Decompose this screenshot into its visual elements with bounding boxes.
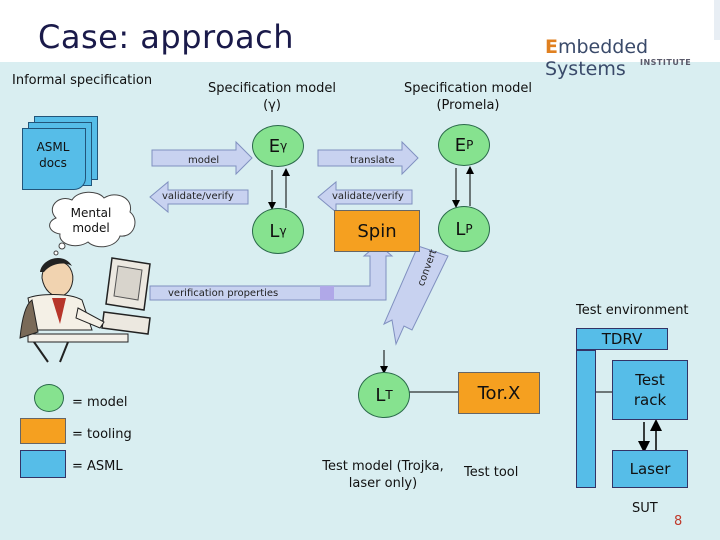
page-number: 8	[674, 514, 683, 529]
test-tool-label: Test tool	[464, 465, 519, 480]
validate-verify-left-arrow	[149, 180, 249, 214]
spec-model-gamma-label: Specification model (γ)	[207, 81, 337, 113]
legend-model-label: = model	[72, 395, 128, 410]
legend-asml-label: = ASML	[72, 459, 123, 474]
test-environment-label: Test environment	[576, 303, 689, 318]
validate-verify-left-label: validate/verify	[162, 191, 234, 202]
tdrv-box: TDRV	[576, 328, 668, 350]
test-rack-box: Test rack	[612, 360, 688, 420]
mental-model-label: Mental model	[70, 206, 112, 235]
translate-arrow-label: translate	[350, 155, 395, 166]
sut-label: SUT	[632, 501, 658, 516]
person-at-computer-icon	[19, 257, 151, 363]
informal-spec-label: Informal specification	[12, 73, 153, 88]
legend-tooling-swatch	[20, 418, 66, 444]
spin-tool-box: Spin	[334, 210, 420, 252]
legend-asml-swatch	[20, 450, 66, 478]
torx-tool-box: Tor.X	[458, 372, 540, 414]
legend-tooling-label: = tooling	[72, 427, 132, 442]
slide-title: Case: approach	[38, 18, 295, 56]
spec-model-promela-label: Specification model (Promela)	[403, 81, 533, 113]
translate-arrow	[317, 140, 419, 176]
model-arrow-label: model	[188, 155, 220, 166]
model-arrow	[151, 140, 253, 176]
convert-arrow	[382, 245, 449, 346]
asml-doc-front: ASML docs	[22, 128, 86, 190]
logo: Embedded Systems	[545, 36, 649, 80]
tdrv-stem	[576, 350, 596, 488]
validate-verify-right-label: validate/verify	[332, 191, 404, 202]
logo-subtitle: INSTITUTE	[640, 58, 692, 67]
test-model-label: Test model (Trojka, laser only)	[322, 459, 444, 491]
validate-verify-right-arrow	[317, 180, 413, 214]
thought-cloud	[49, 191, 136, 256]
asml-docs-label: ASML docs	[36, 140, 70, 170]
verification-properties-label: verification properties	[168, 288, 279, 299]
legend-model-swatch	[34, 384, 64, 412]
laser-box: Laser	[612, 450, 688, 488]
pipe-marker	[320, 286, 334, 300]
edge-decoration	[714, 0, 720, 40]
